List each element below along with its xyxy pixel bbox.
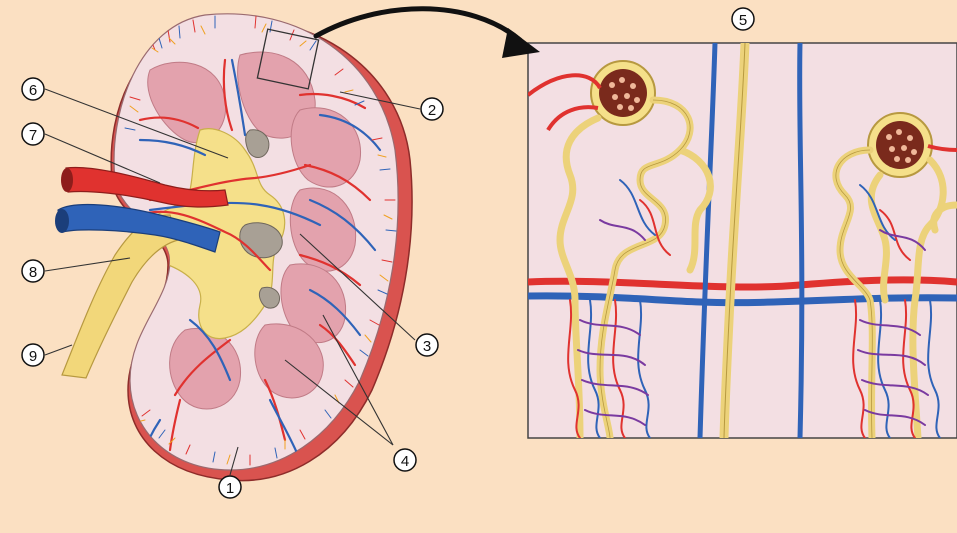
renal-artery-opening [61, 168, 73, 192]
callout-6-label: 6 [29, 82, 37, 99]
callout-7-label: 7 [29, 127, 37, 144]
callout-8: 8 [22, 260, 44, 282]
renal-vein-opening [55, 209, 69, 233]
callout-4-label: 4 [401, 453, 409, 470]
callout-4: 4 [394, 449, 416, 471]
callout-1-label: 1 [226, 480, 234, 497]
glomerulus-left [591, 61, 655, 125]
callout-2: 2 [421, 98, 443, 120]
callout-9: 9 [22, 344, 44, 366]
callout-5-label: 5 [739, 12, 747, 29]
glomerulus-right [868, 113, 932, 177]
callout-3-label: 3 [423, 338, 431, 355]
callout-7: 7 [22, 123, 44, 145]
callout-2-label: 2 [428, 102, 436, 119]
callout-3: 3 [416, 334, 438, 356]
callout-8-label: 8 [29, 264, 37, 281]
callout-1: 1 [219, 476, 241, 498]
zoom-arrow [316, 9, 540, 58]
callout-9-label: 9 [29, 348, 37, 365]
callout-5: 5 [732, 8, 754, 30]
nephron-detail-panel [528, 43, 957, 438]
callout-6: 6 [22, 78, 44, 100]
